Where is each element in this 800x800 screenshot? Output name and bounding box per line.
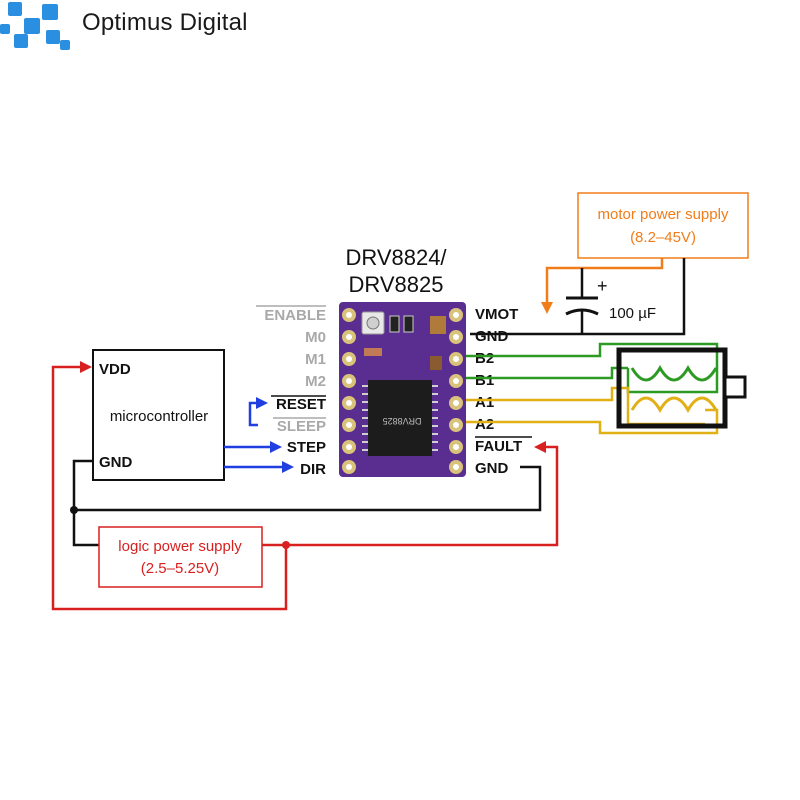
left-pin-labels: ENABLE M0 M1 M2 RESET SLEEP STEP DIR [256, 305, 326, 478]
pin-gnd-motor: GND [475, 328, 509, 345]
logic-supply-label: logic power supply [118, 538, 242, 555]
pin-b1: B1 [475, 372, 494, 389]
smd-resistor-1 [389, 315, 400, 333]
pin-b2: B2 [475, 350, 494, 367]
smd-capacitor [430, 316, 446, 334]
motor-supply-box [577, 192, 749, 259]
pin-dir: DIR [300, 461, 326, 478]
mcu-label: microcontroller [110, 408, 208, 425]
driver-board: DRV8825 [339, 302, 466, 477]
dir-arrow [282, 461, 294, 473]
chip-title-line2: DRV8825 [349, 272, 444, 297]
a1-wire [466, 386, 705, 426]
fault-pullup-wire [262, 445, 559, 547]
vmot-wire [545, 258, 664, 302]
right-pin-holes [449, 308, 463, 474]
left-pin-holes [342, 308, 356, 474]
right-pin-labels: VMOT GND B2 B1 A1 A2 FAULT GND [475, 306, 532, 477]
coil-b [630, 365, 718, 382]
a2-wire [466, 408, 719, 435]
vdd-wire [51, 365, 288, 611]
reset-arrow [256, 397, 268, 409]
chip-title-line1: DRV8824/ [345, 245, 447, 270]
pin-reset: RESET [276, 396, 326, 413]
logic-supply-range: (2.5–5.25V) [141, 560, 219, 577]
pin-m0: M0 [305, 329, 326, 346]
capacitor-value: 100 µF [609, 305, 656, 322]
capacitor-polarity: + [597, 276, 608, 296]
fault-gnd-return [74, 465, 542, 512]
motor-supply-range: (8.2–45V) [630, 229, 696, 246]
logic-junction [282, 541, 290, 549]
smd-resistor-2 [403, 315, 414, 333]
reset-sleep-jumper [248, 401, 258, 427]
stepper-motor [616, 347, 728, 429]
pin-sleep: SLEEP [277, 418, 326, 435]
pin-m1: M1 [305, 351, 326, 368]
pin-step: STEP [287, 439, 326, 456]
vmot-arrow [541, 302, 553, 314]
pin-gnd-logic: GND [475, 460, 509, 477]
pin-fault: FAULT [475, 438, 522, 455]
vdd-arrow [80, 361, 92, 373]
step-arrow [270, 441, 282, 453]
pin-vmot: VMOT [475, 306, 518, 323]
microcontroller-box [92, 349, 225, 481]
fault-arrow [534, 441, 546, 453]
mcu-vdd-label: VDD [99, 361, 131, 378]
motor-supply-label: motor power supply [598, 206, 729, 223]
pin-enable: ENABLE [264, 307, 326, 324]
driver-ic [368, 380, 432, 456]
coil-a [630, 396, 718, 413]
logic-supply-box [98, 526, 263, 588]
mcu-gnd-label: GND [99, 454, 133, 471]
brand-header: Optimus Digital [0, 0, 300, 56]
optimus-logo-icon [0, 2, 70, 50]
brand-name: Optimus Digital [82, 9, 248, 36]
pin-m2: M2 [305, 373, 326, 390]
pin-a1: A1 [475, 394, 494, 411]
gnd-junction [70, 506, 78, 514]
motor-gnd-wire [470, 258, 686, 336]
motor-shaft [723, 375, 747, 399]
ic-marking: DRV8825 [383, 416, 422, 426]
logic-gnd-wire [72, 459, 99, 547]
pin-a2: A2 [475, 416, 494, 433]
